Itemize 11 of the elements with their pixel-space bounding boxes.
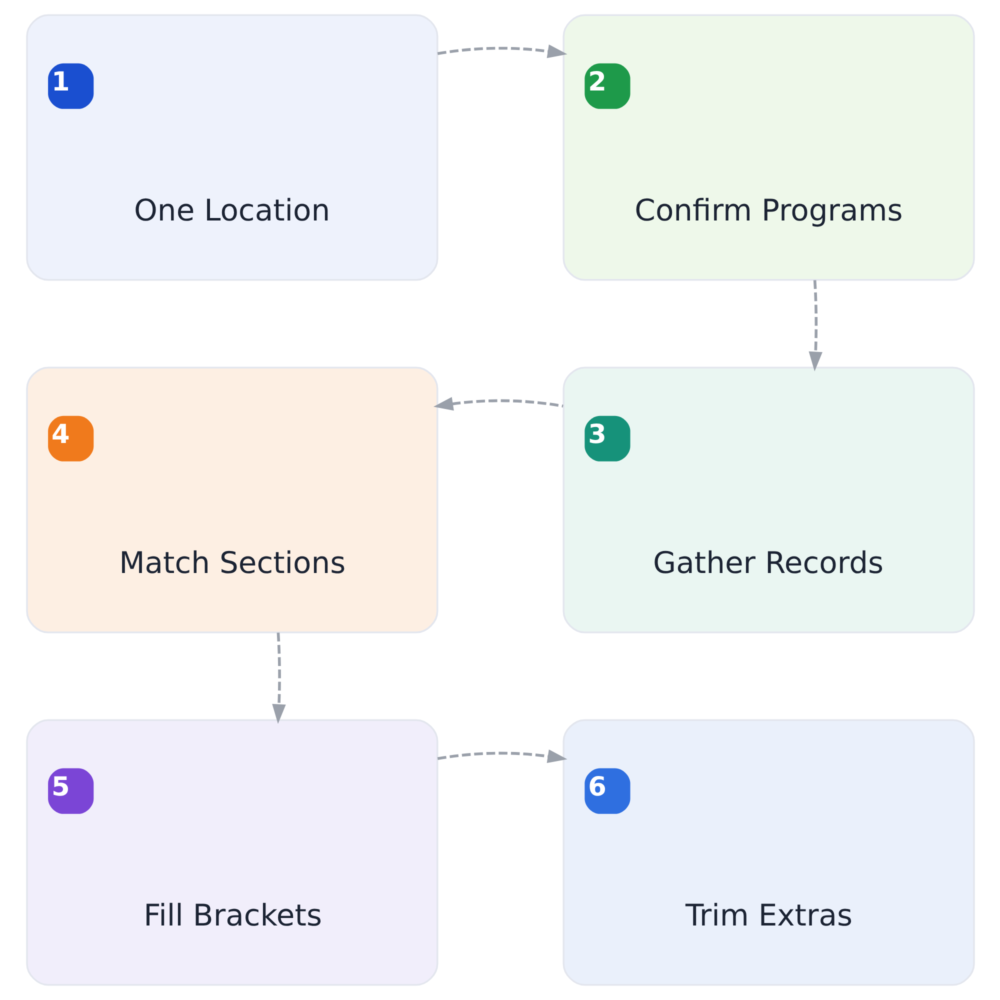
- arrow: [436, 749, 567, 764]
- node-box: 6 Trim Extras: [562, 719, 974, 986]
- arrow: [432, 397, 563, 411]
- arrow: [808, 280, 822, 372]
- node-box: 2 Confirm Programs: [562, 14, 974, 281]
- node-box: 1 One Location: [26, 14, 438, 281]
- arrow: [436, 44, 567, 58]
- node-box: 4 Match Sections: [26, 366, 438, 634]
- node-box: 5 Fill Brackets: [26, 719, 438, 986]
- node-box: 3 Gather Records: [562, 366, 974, 634]
- arrow: [272, 632, 286, 724]
